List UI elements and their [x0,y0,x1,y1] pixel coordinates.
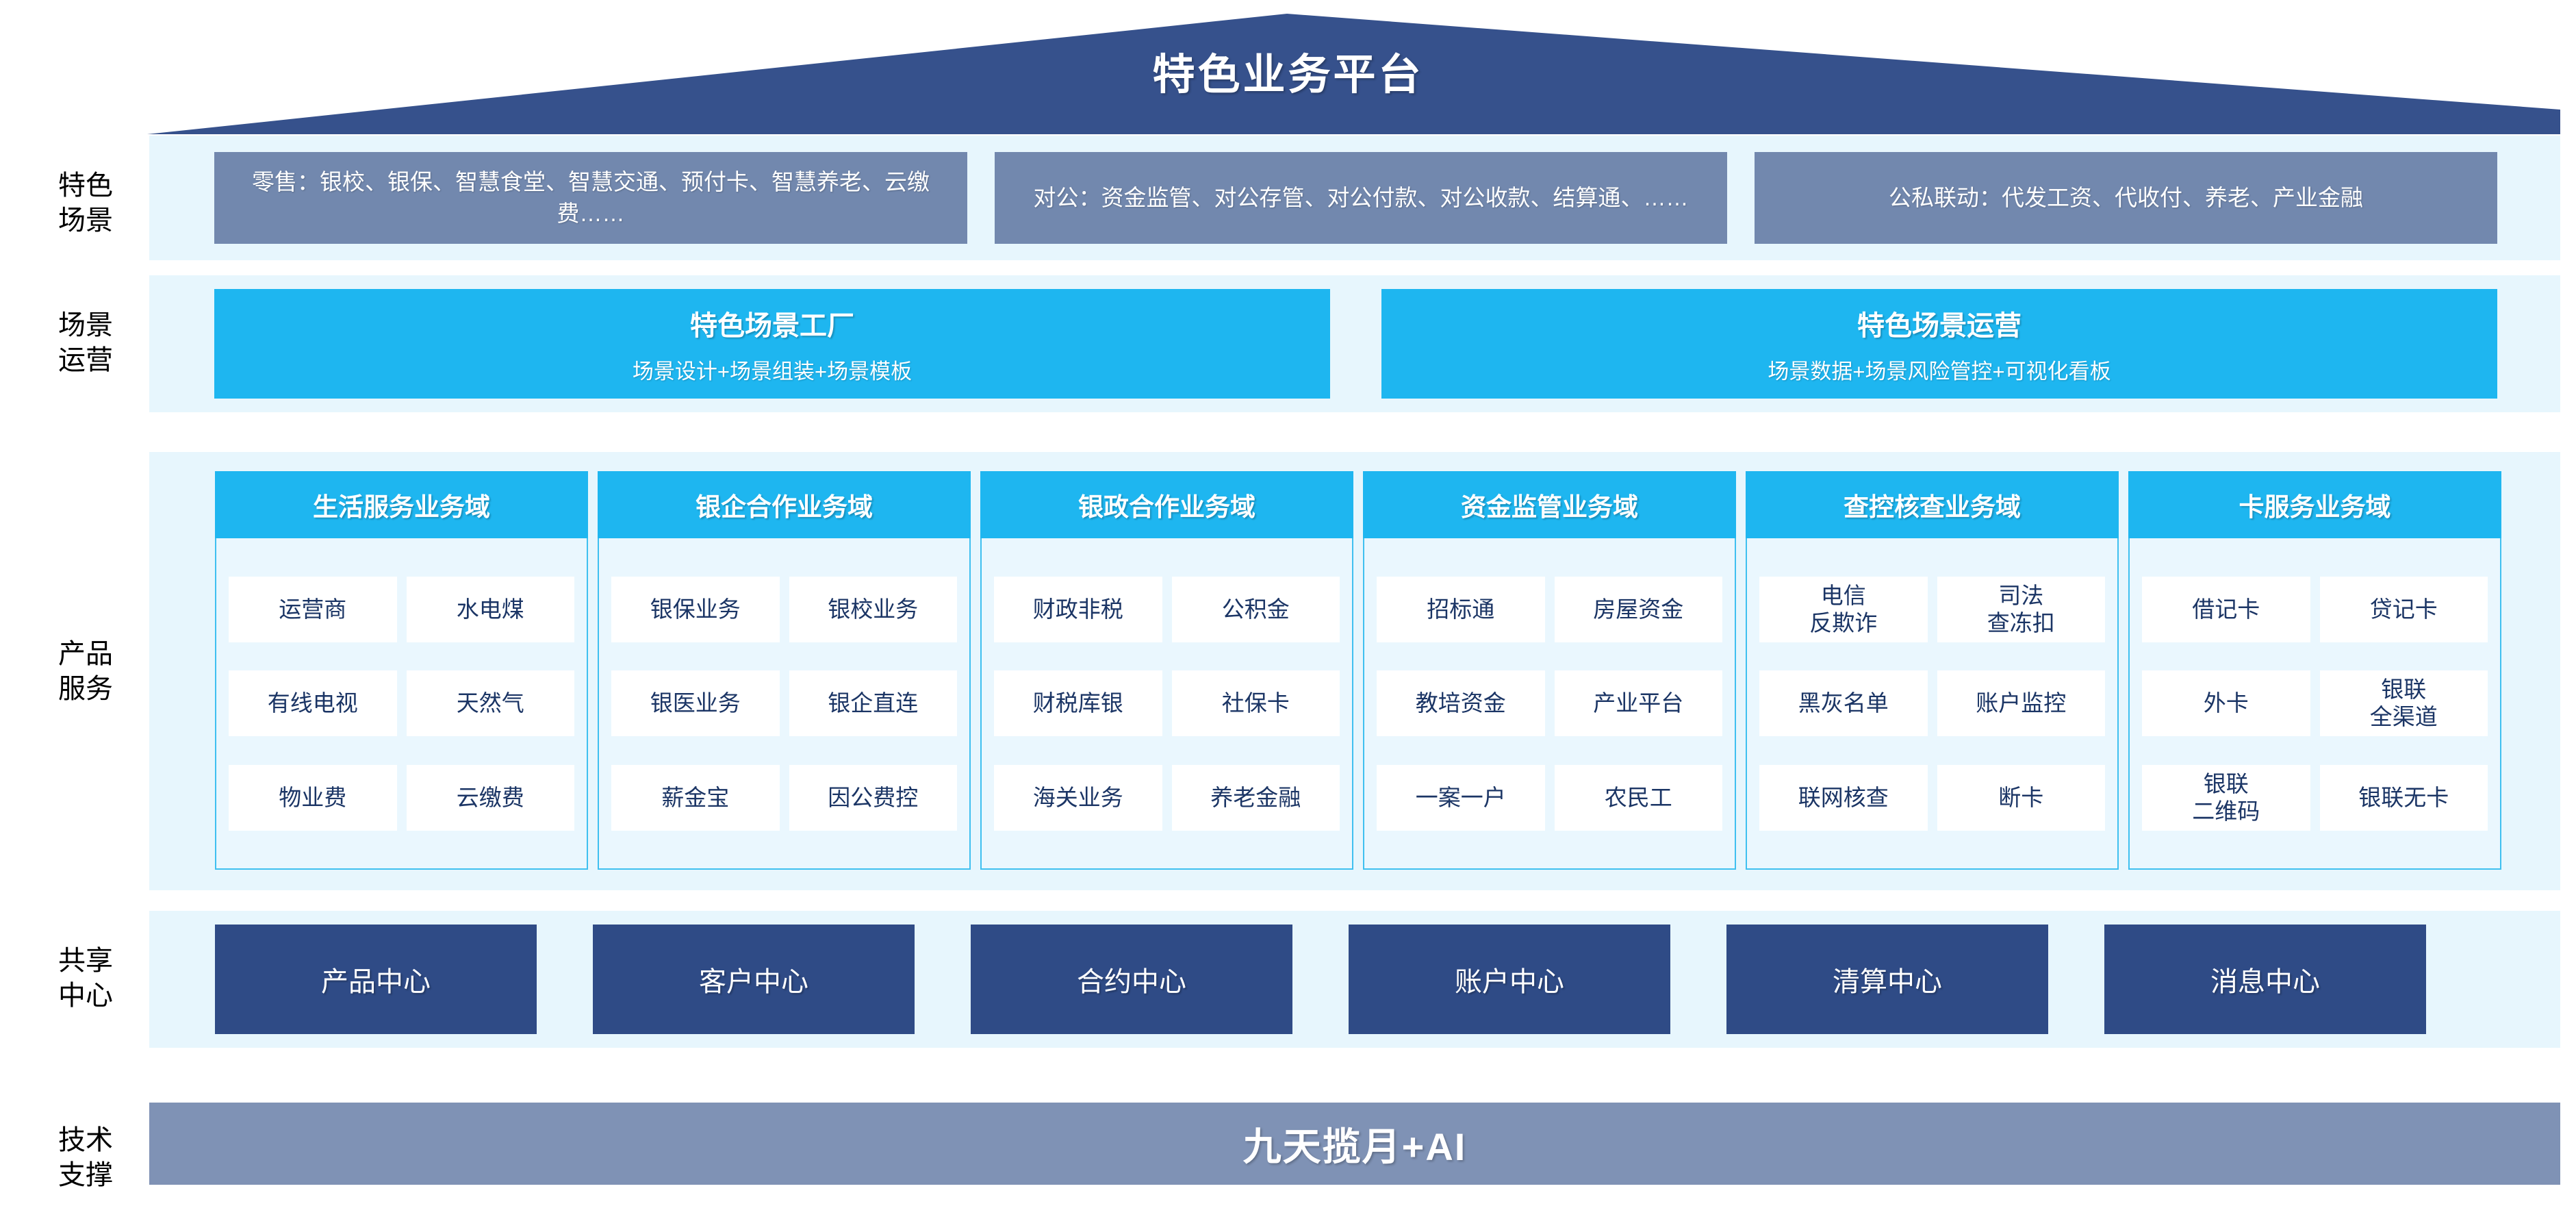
domain-cell[interactable]: 云缴费 [406,764,574,831]
domain-cell[interactable]: 社保卡 [1171,670,1340,736]
domain-row: 借记卡 贷记卡 [2142,576,2488,642]
domain-row: 银医业务 银企直连 [611,670,957,736]
domain-cell[interactable]: 司法 查冻扣 [1937,576,2105,642]
row-label-shared-centers: 共享 中心 [58,946,113,1011]
domain-cell[interactable]: 财税库银 [994,670,1162,736]
domain-cell[interactable]: 公积金 [1171,576,1340,642]
tech-support-bar[interactable]: 九天揽月+AI [149,1103,2560,1185]
domain-row: 海关业务 养老金融 [994,764,1340,831]
domain-cell[interactable]: 银联 二维码 [2142,764,2310,831]
domain-cell[interactable]: 银医业务 [611,670,780,736]
domain-cell[interactable]: 账户监控 [1937,670,2105,736]
domain-cell[interactable]: 银保业务 [611,576,780,642]
domain-cell[interactable]: 物业费 [229,764,397,831]
scenario-box-corporate[interactable]: 对公：资金监管、对公存管、对公付款、对公收款、结算通、…… [995,152,1727,244]
scene-factory-title: 特色场景工厂 [690,310,854,341]
operations-box-scene-factory[interactable]: 特色场景工厂 场景设计+场景组装+场景模板 [214,289,1330,399]
shared-center-customer[interactable]: 客户中心 [593,925,915,1034]
domain-title: 银政合作业务域 [980,471,1353,538]
domain-cell[interactable]: 海关业务 [994,764,1162,831]
domain-card-bank-government[interactable]: 银政合作业务域 财政非税 公积金 财税库银 社保卡 海关业务 养老金融 [980,471,1353,870]
domain-cell[interactable]: 借记卡 [2142,576,2310,642]
shared-center-product[interactable]: 产品中心 [215,925,537,1034]
domain-title: 银企合作业务域 [598,471,971,538]
shared-centers-panel: 产品中心 客户中心 合约中心 账户中心 清算中心 消息中心 [149,911,2560,1048]
domain-title: 查控核查业务域 [1746,471,2119,538]
domain-row: 物业费 云缴费 [229,764,574,831]
row-label-tech-support: 技术 支撑 [58,1125,113,1191]
domain-title: 卡服务业务域 [2128,471,2501,538]
scenario-box-joint[interactable]: 公私联动：代发工资、代收付、养老、产业金融 [1755,152,2497,244]
scene-operation-title: 特色场景运营 [1857,310,2022,341]
domain-row: 银联 二维码 银联无卡 [2142,764,2488,831]
domain-cell[interactable]: 水电煤 [406,576,574,642]
domain-cell[interactable]: 电信 反欺诈 [1759,576,1928,642]
domain-card-bank-enterprise[interactable]: 银企合作业务域 银保业务 银校业务 银医业务 银企直连 薪金宝 因公费控 [598,471,971,870]
domain-row: 外卡 银联 全渠道 [2142,670,2488,736]
domain-cell[interactable]: 有线电视 [229,670,397,736]
scenarios-panel: 零售：银校、银保、智慧食堂、智慧交通、预付卡、智慧养老、云缴费…… 对公：资金监… [149,136,2560,260]
domain-cell[interactable]: 联网核查 [1759,764,1928,831]
domain-cell[interactable]: 外卡 [2142,670,2310,736]
domain-row: 银保业务 银校业务 [611,576,957,642]
platform-roof: 特色业务平台 [0,5,2576,134]
shared-center-contract[interactable]: 合约中心 [971,925,1292,1034]
domain-card-life-service[interactable]: 生活服务业务域 运营商 水电煤 有线电视 天然气 物业费 云缴费 [215,471,588,870]
domain-row: 有线电视 天然气 [229,670,574,736]
domain-card-fund-supervision[interactable]: 资金监管业务域 招标通 房屋资金 教培资金 产业平台 一案一户 农民工 [1363,471,1736,870]
domain-card-card-service[interactable]: 卡服务业务域 借记卡 贷记卡 外卡 银联 全渠道 银联 二维码 银联无卡 [2128,471,2501,870]
domain-cell[interactable]: 财政非税 [994,576,1162,642]
shared-center-settlement[interactable]: 清算中心 [1726,925,2048,1034]
domain-row: 招标通 房屋资金 [1377,576,1722,642]
row-label-products: 产品 服务 [58,639,113,705]
domain-body: 运营商 水电煤 有线电视 天然气 物业费 云缴费 [215,538,588,870]
domain-cell[interactable]: 一案一户 [1377,764,1545,831]
domain-cell[interactable]: 房屋资金 [1554,576,1722,642]
domain-row: 教培资金 产业平台 [1377,670,1722,736]
domain-cell[interactable]: 教培资金 [1377,670,1545,736]
domain-cell[interactable]: 银校业务 [789,576,957,642]
domain-cell[interactable]: 薪金宝 [611,764,780,831]
domain-body: 电信 反欺诈 司法 查冻扣 黑灰名单 账户监控 联网核查 断卡 [1746,538,2119,870]
domain-cell[interactable]: 养老金融 [1171,764,1340,831]
domain-row: 电信 反欺诈 司法 查冻扣 [1759,576,2105,642]
row-label-operations: 场景 运营 [58,310,113,376]
domain-cell[interactable]: 黑灰名单 [1759,670,1928,736]
shared-center-message[interactable]: 消息中心 [2104,925,2426,1034]
domain-row: 一案一户 农民工 [1377,764,1722,831]
domain-cell[interactable]: 招标通 [1377,576,1545,642]
domain-card-investigation-control[interactable]: 查控核查业务域 电信 反欺诈 司法 查冻扣 黑灰名单 账户监控 联网核查 断卡 [1746,471,2119,870]
domain-body: 财政非税 公积金 财税库银 社保卡 海关业务 养老金融 [980,538,1353,870]
domain-cell[interactable]: 银联无卡 [2319,764,2488,831]
scenario-box-retail[interactable]: 零售：银校、银保、智慧食堂、智慧交通、预付卡、智慧养老、云缴费…… [214,152,967,244]
domain-cell[interactable]: 贷记卡 [2319,576,2488,642]
domain-row: 财政非税 公积金 [994,576,1340,642]
domain-row: 黑灰名单 账户监控 [1759,670,2105,736]
domain-body: 借记卡 贷记卡 外卡 银联 全渠道 银联 二维码 银联无卡 [2128,538,2501,870]
shared-center-account[interactable]: 账户中心 [1349,925,1670,1034]
operations-panel: 特色场景工厂 场景设计+场景组装+场景模板 特色场景运营 场景数据+场景风险管控… [149,275,2560,412]
domain-cell[interactable]: 断卡 [1937,764,2105,831]
domain-cell[interactable]: 银企直连 [789,670,957,736]
domain-row: 联网核查 断卡 [1759,764,2105,831]
page-title: 特色业务平台 [1152,51,1424,99]
domain-cell[interactable]: 产业平台 [1554,670,1722,736]
scene-factory-subtitle: 场景设计+场景组装+场景模板 [632,359,913,384]
domain-title: 生活服务业务域 [215,471,588,538]
domain-cell[interactable]: 天然气 [406,670,574,736]
domain-title: 资金监管业务域 [1363,471,1736,538]
domain-row: 运营商 水电煤 [229,576,574,642]
scene-operation-subtitle: 场景数据+场景风险管控+可视化看板 [1768,359,2111,384]
domain-cell[interactable]: 因公费控 [789,764,957,831]
domain-row: 薪金宝 因公费控 [611,764,957,831]
products-panel: 生活服务业务域 运营商 水电煤 有线电视 天然气 物业费 云缴费 银企合作业务域 [149,452,2560,890]
domain-body: 银保业务 银校业务 银医业务 银企直连 薪金宝 因公费控 [598,538,971,870]
domain-cell[interactable]: 银联 全渠道 [2319,670,2488,736]
domain-cell[interactable]: 运营商 [229,576,397,642]
domain-cell[interactable]: 农民工 [1554,764,1722,831]
operations-box-scene-operation[interactable]: 特色场景运营 场景数据+场景风险管控+可视化看板 [1381,289,2497,399]
domain-row: 财税库银 社保卡 [994,670,1340,736]
row-label-scenarios: 特色 场景 [58,171,113,236]
domain-body: 招标通 房屋资金 教培资金 产业平台 一案一户 农民工 [1363,538,1736,870]
